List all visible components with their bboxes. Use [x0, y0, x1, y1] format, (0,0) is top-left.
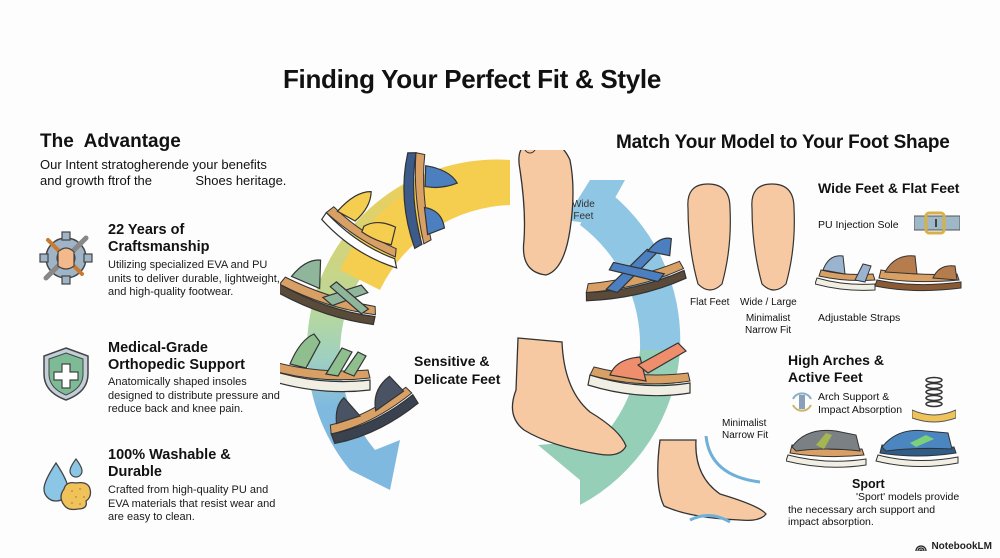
advantage-intro: Our Intent stratogherende your benefits … [40, 157, 300, 189]
advantage-title: The Advantage [40, 131, 181, 152]
shield-cross-icon [43, 347, 89, 401]
feature-title: Medical-Grade Orthopedic Support [108, 340, 245, 373]
sport-description: 'Sport' models provide the necessary arc… [788, 491, 960, 528]
water-drop-sponge-icon [43, 457, 92, 511]
arch-support-label: Arch Support & Impact Absorption [818, 391, 903, 416]
coral-velcro-sandal [587, 342, 691, 397]
wide-flat-title: Wide Feet & Flat Feet [818, 180, 960, 196]
flat-foot-sole-icon [687, 183, 731, 291]
sport-sandals-illustration [786, 429, 959, 468]
feature-craftsmanship: 22 Years of Craftsmanship Utilizing spec… [36, 222, 286, 312]
yellow-velcro-sandal [320, 191, 398, 269]
notebooklm-logo-icon [915, 544, 928, 551]
match-title: Match Your Model to Your Foot Shape [616, 132, 950, 153]
high-arches-title: High Arches & Active Feet [788, 352, 884, 385]
foot-side-illustration [511, 337, 627, 456]
pu-sole-label: PU Injection Sole [818, 219, 899, 231]
sensitive-feet-label: Sensitive & Delicate Feet [414, 353, 501, 387]
foot-soles-comparison [687, 183, 795, 291]
adjustable-straps-label: Adjustable Straps [818, 312, 901, 324]
sport-title: Sport [852, 477, 885, 491]
sage-cross-sandal [280, 259, 376, 326]
feature-title: 22 Years of Craftsmanship [108, 222, 210, 255]
intro-line-2: and growth ftrof the Shoes heritage. [40, 173, 287, 188]
foot-type-arc-diagram [280, 150, 691, 505]
foot-sole-illustration [518, 150, 574, 276]
feature-title: 100% Washable & Durable [108, 447, 231, 480]
intro-line-1: Our Intent stratogherende your benefits [40, 157, 267, 172]
wide-feet-label: Wide Feet [572, 199, 595, 222]
feature-description: Anatomically shaped insoles designed to … [108, 376, 280, 415]
feature-description: Utilizing specialized EVA and PU units t… [108, 259, 280, 298]
navy-sandal [329, 375, 419, 445]
minimalist-label: Minimalist Narrow Fit [745, 313, 792, 336]
high-arch-foot-illustration [657, 436, 767, 524]
minimalist-narrow-label: Minimalist Narrow Fit [722, 418, 769, 441]
arch-cycle-icon [792, 392, 812, 412]
feature-washable: 100% Washable & Durable Crafted from hig… [36, 447, 286, 527]
buckle-icon [914, 211, 960, 235]
wide-large-label: Wide / Large [740, 297, 797, 308]
flat-feet-label: Flat Feet [690, 297, 730, 308]
brand-label: NotebookLM [931, 541, 992, 552]
feature-orthopedic: Medical-Grade Orthopedic Support Anatomi… [36, 340, 286, 420]
wrench-gear-fist-icon [39, 231, 93, 285]
blue-strap-sandal [403, 152, 459, 250]
notebooklm-branding: NotebookLM [915, 541, 992, 552]
wide-foot-sole-icon [751, 183, 795, 291]
blue-cross-sandal [585, 237, 687, 302]
spring-cushion-icon [912, 376, 956, 423]
feature-description: Crafted from high-quality PU and EVA mat… [108, 484, 276, 523]
adjustable-straps-sandals [815, 255, 962, 292]
green-velcro-sandal [280, 333, 371, 393]
page-title: Finding Your Perfect Fit & Style [282, 64, 662, 94]
